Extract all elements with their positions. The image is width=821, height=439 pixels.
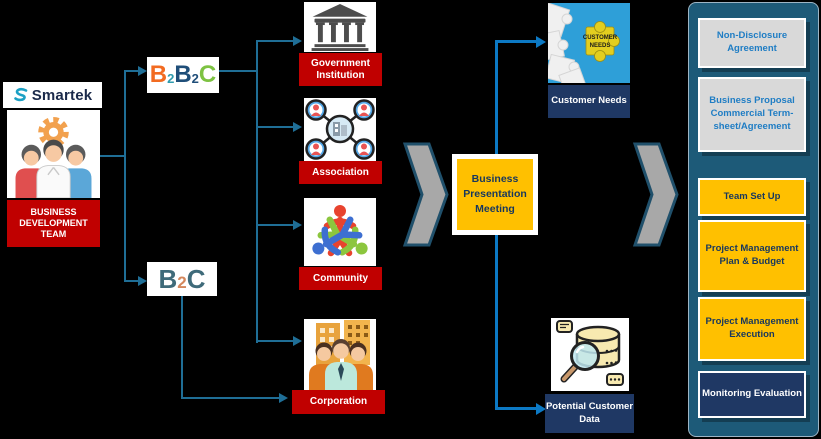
deliverable-team-setup: Team Set Up xyxy=(698,178,806,216)
connector-b2c-down xyxy=(181,296,183,399)
b2b2c-letter: 2 xyxy=(191,71,199,86)
arrowhead-potential-data xyxy=(536,403,546,415)
connector-b2b2c-branch xyxy=(219,70,258,72)
deliverable-monitoring: Monitoring Evaluation xyxy=(698,371,806,418)
connector-meeting-up xyxy=(495,40,498,155)
channel-label-community: Community xyxy=(299,267,382,290)
team-label: BUSINESS DEVELOPMENT TEAM xyxy=(7,200,100,247)
connector-team-split xyxy=(100,155,125,157)
channel-label-corporation: Corporation xyxy=(292,390,385,414)
b2b2c-letter: 2 xyxy=(167,71,175,86)
puzzle-text-line1: CUSTOMER xyxy=(583,35,618,41)
connector-branch-vertical xyxy=(256,40,258,343)
connector-split-vertical xyxy=(124,70,126,282)
meeting-label: Business Presentation Meeting xyxy=(457,159,533,230)
business-presentation-meeting-box: Business Presentation Meeting xyxy=(452,154,538,235)
flow-arrow-2 xyxy=(632,141,680,248)
channel-label-government: Government Institution xyxy=(299,53,382,86)
connector-to-association xyxy=(256,126,295,128)
database-magnifier-icon xyxy=(551,318,629,391)
connector-b2c-corporation xyxy=(181,397,281,399)
arrowhead-government xyxy=(293,36,302,46)
arrowhead-association xyxy=(293,122,302,132)
deliverable-pm-plan: Project Management Plan & Budget xyxy=(698,220,806,292)
arrowhead-community xyxy=(293,220,302,230)
team-photo xyxy=(7,110,100,198)
potential-customer-data-label: Potential Customer Data xyxy=(545,394,634,433)
connector-to-customer-needs xyxy=(495,40,539,43)
arrowhead-b2c xyxy=(138,276,147,286)
business-people-icon xyxy=(304,319,376,390)
b2b2c-letter: B xyxy=(174,61,192,88)
channel-label-association: Association xyxy=(299,161,382,184)
people-circle-icon xyxy=(304,198,376,266)
smartek-logo: Smartek xyxy=(3,82,102,108)
customer-needs-label: Customer Needs xyxy=(548,85,630,118)
network-people-icon xyxy=(304,98,376,161)
arrowhead-b2b2c xyxy=(138,66,147,76)
connector-to-corporation xyxy=(256,340,295,342)
connector-to-b2c xyxy=(124,280,140,282)
b2b2c-letter: B xyxy=(149,61,168,88)
connector-to-community xyxy=(256,224,295,226)
connector-to-government xyxy=(256,40,295,42)
bank-icon xyxy=(304,2,376,52)
connector-to-potential-data xyxy=(495,407,539,410)
connector-to-b2b2c xyxy=(124,70,140,72)
flow-arrow-1 xyxy=(402,141,450,248)
b2c-letter: B xyxy=(158,264,178,294)
b2b2c-letter: C xyxy=(198,61,217,88)
arrowhead-corporation xyxy=(293,336,302,346)
deliverable-pm-execution: Project Management Execution xyxy=(698,297,806,361)
deliverables-panel xyxy=(688,2,819,437)
arrowhead-b2c-corporation xyxy=(279,393,288,403)
b2c-letter: 2 xyxy=(177,273,187,292)
puzzle-piece-icon: CUSTOMER NEEDS xyxy=(548,3,630,83)
deliverable-nda: Non-Disclosure Agreement xyxy=(698,18,806,68)
b2c-letter: C xyxy=(186,264,206,294)
arrowhead-customer-needs xyxy=(536,36,546,48)
puzzle-text-line2: NEEDS xyxy=(590,43,611,49)
smartek-swoosh-icon xyxy=(13,87,29,103)
deliverable-proposal: Business Proposal Commercial Term-sheet/… xyxy=(698,77,806,152)
connector-meeting-down xyxy=(495,234,498,410)
brand-name: Smartek xyxy=(31,86,93,104)
